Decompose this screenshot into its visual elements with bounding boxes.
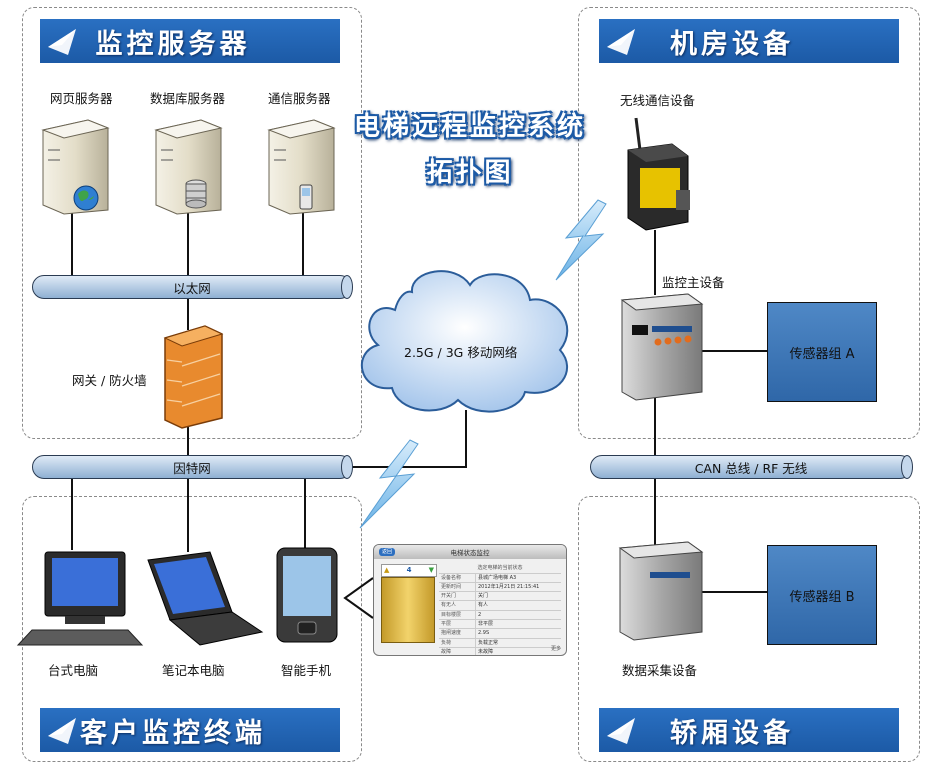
label-wireless-device: 无线通信设备 — [620, 93, 696, 108]
floor-up-icon: ▲ — [384, 566, 390, 574]
label-web-server: 网页服务器 — [50, 91, 113, 106]
elevator-car-image — [381, 577, 435, 643]
floor-indicator: ▲ 4 ▼ — [381, 564, 437, 577]
label-gateway-firewall: 网关 / 防火墙 — [72, 373, 147, 388]
lightning-bolt-icon — [555, 199, 607, 281]
lightning-bolt-icon — [359, 439, 419, 529]
zone-client-terminals — [22, 496, 362, 762]
banner-car-equipment: 轿厢设备 — [599, 708, 899, 752]
page-fold-icon — [607, 718, 635, 744]
zone-car-equipment — [578, 496, 920, 762]
table-row: 设备名称县城广场电梯 A3 — [439, 573, 561, 583]
table-row: 平层非平层 — [439, 619, 561, 630]
table-row: 有无人有人 — [439, 601, 561, 611]
label-data-collector: 数据采集设备 — [622, 663, 698, 678]
back-button[interactable]: 返回 — [379, 548, 395, 556]
table-row: 故障未故障 — [439, 647, 561, 655]
page-fold-icon — [607, 29, 635, 55]
label-desktop: 台式电脑 — [48, 663, 99, 678]
label-monitoring-host: 监控主设备 — [662, 275, 725, 290]
desktop-computer-icon — [16, 551, 144, 646]
diagram-title: 电梯远程监控系统 — [353, 112, 586, 142]
floor-down-icon: ▼ — [428, 566, 434, 574]
label-database-server: 数据库服务器 — [150, 91, 226, 106]
monitoring-host-icon — [620, 293, 704, 401]
elevator-status-panel: 返回 电梯状态监控 ▲ 4 ▼ 选定电梯的当前状态 设备名称县城广场电梯 A3 … — [373, 544, 567, 656]
panel-header: 返回 电梯状态监控 — [374, 545, 566, 559]
table-row: 负荷负载正常 — [439, 638, 561, 648]
more-link[interactable]: 更多 — [550, 646, 561, 652]
banner-label: 监控服务器 — [95, 28, 251, 60]
status-table-header: 选定电梯的当前状态 — [439, 564, 561, 574]
banner-label: 机房设备 — [670, 28, 794, 60]
zone-monitoring-servers — [22, 7, 362, 439]
internet-bus-label: 因特网 — [173, 460, 211, 476]
sensor-group-b: 传感器组 B — [767, 545, 877, 645]
web-server-icon — [41, 119, 110, 215]
cloud-shape — [361, 270, 569, 413]
sensor-group-a-label: 传感器组 A — [789, 346, 855, 362]
firewall-icon — [163, 325, 224, 429]
banner-label: 客户监控终端 — [80, 717, 266, 749]
sensor-group-b-label: 传感器组 B — [789, 589, 855, 605]
wireless-device-icon — [627, 117, 690, 231]
ethernet-bus: 以太网 — [32, 275, 353, 299]
laptop-icon — [147, 551, 264, 646]
banner-monitoring-servers: 监控服务器 — [40, 19, 340, 63]
page-fold-icon — [48, 718, 76, 744]
database-server-icon — [154, 119, 223, 215]
label-smartphone: 智能手机 — [281, 663, 332, 678]
smartphone-icon — [276, 547, 338, 643]
banner-machine-room: 机房设备 — [599, 19, 899, 63]
label-communication-server: 通信服务器 — [268, 91, 331, 106]
can-rf-bus-label: CAN 总线 / RF 无线 — [694, 460, 808, 476]
banner-label: 轿厢设备 — [670, 717, 794, 749]
ethernet-bus-label: 以太网 — [173, 280, 211, 296]
sensor-group-a: 传感器组 A — [767, 302, 877, 402]
table-row: 开关门关门 — [439, 592, 561, 602]
banner-client-terminals: 客户监控终端 — [40, 708, 340, 752]
panel-title: 电梯状态监控 — [450, 549, 490, 557]
diagram-subtitle: 拓扑图 — [426, 158, 514, 188]
data-collector-icon — [618, 541, 704, 641]
can-rf-bus: CAN 总线 / RF 无线 — [590, 455, 913, 479]
label-laptop: 笔记本电脑 — [162, 663, 225, 678]
communication-server-icon — [267, 119, 336, 215]
floor-number: 4 — [406, 566, 412, 574]
internet-bus: 因特网 — [32, 455, 353, 479]
label-mobile-network: 2.5G / 3G 移动网络 — [404, 345, 518, 360]
page-fold-icon — [48, 29, 76, 55]
